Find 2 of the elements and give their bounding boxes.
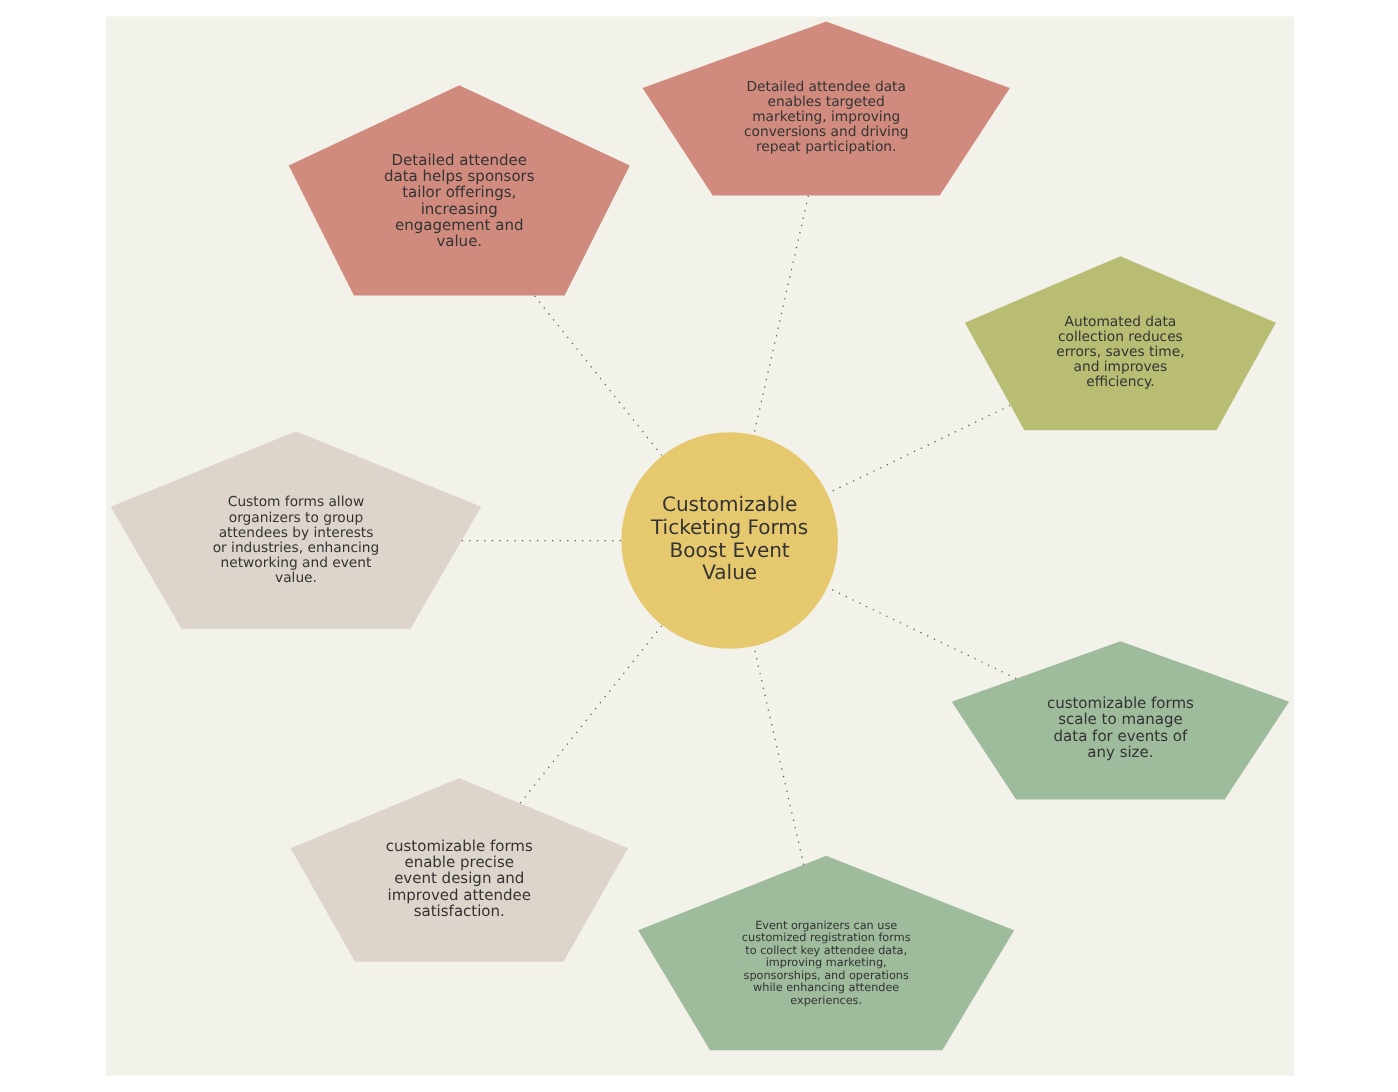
node-circle: Customizable Ticketing Forms Boost Event Value bbox=[620, 432, 837, 649]
connector bbox=[752, 195, 808, 436]
